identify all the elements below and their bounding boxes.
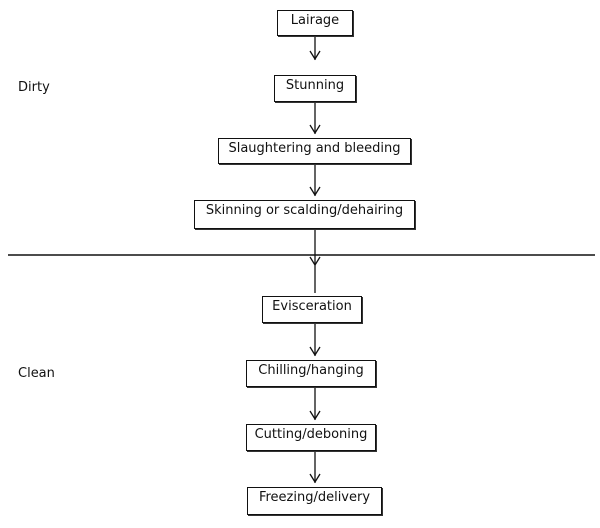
arrowhead-2 (309, 124, 321, 135)
step-freezing-delivery: Freezing/delivery (247, 487, 382, 515)
arrowhead-1 (309, 50, 321, 61)
step-evisceration: Evisceration (262, 296, 362, 323)
step-cutting-deboning: Cutting/deboning (246, 424, 376, 451)
zone-label-clean: Clean (18, 366, 55, 381)
arrowhead-3 (309, 186, 321, 197)
step-chilling-hanging: Chilling/hanging (246, 360, 376, 387)
arrowhead-7 (309, 473, 321, 484)
step-skinning-scalding-dehairing: Skinning or scalding/dehairing (194, 200, 415, 229)
arrowhead-4 (309, 256, 321, 267)
step-slaughtering-bleeding: Slaughtering and bleeding (218, 138, 411, 164)
step-lairage: Lairage (277, 10, 353, 36)
zone-label-dirty: Dirty (18, 80, 50, 95)
step-stunning: Stunning (274, 75, 356, 102)
arrowhead-6 (309, 410, 321, 421)
arrowhead-5 (309, 346, 321, 357)
